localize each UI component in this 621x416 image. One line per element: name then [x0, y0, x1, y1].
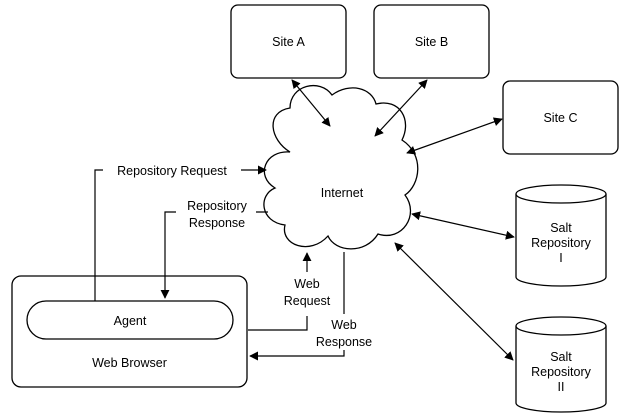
salt-repository-1-label-line-1: Salt: [550, 221, 572, 235]
agent-label: Agent: [114, 314, 147, 328]
site-b-node: Site B: [373, 4, 490, 79]
site-a-internet-link: [291, 79, 331, 127]
web-response-arrow: [250, 252, 345, 356]
site-b-internet-link: [374, 79, 428, 137]
web-browser-label: Web Browser: [92, 356, 167, 370]
site-c-internet-link: [406, 117, 503, 155]
salt-repository-1-node: Salt Repository I: [515, 184, 607, 287]
web-request-arrow: [248, 253, 307, 331]
site-c-node: Site C: [502, 80, 619, 155]
web-response-label-line-2: Response: [316, 335, 372, 349]
internet-label: Internet: [321, 186, 364, 200]
repository-request-label: Repository Request: [117, 164, 227, 178]
repository-response-label-line-2: Response: [189, 216, 245, 230]
web-response-label-line-1: Web: [331, 318, 357, 332]
salt-repository-2-label-line-2: Repository: [531, 365, 591, 379]
repository-request-arrow: [94, 170, 266, 301]
site-a-node: Site A: [230, 4, 347, 79]
site-a-label: Site A: [272, 35, 305, 49]
salt-repository-2-internet-link: [394, 242, 514, 361]
repository-response-arrow: [165, 211, 268, 298]
agent-node: Agent: [26, 300, 234, 340]
web-request-label-line-1: Web: [294, 277, 320, 291]
site-c-label: Site C: [543, 111, 577, 125]
salt-repository-1-internet-link: [411, 211, 515, 240]
salt-repository-2-label-line-1: Salt: [550, 350, 572, 364]
salt-repository-1-label-line-3: I: [559, 251, 562, 265]
site-b-label: Site B: [415, 35, 448, 49]
repository-response-label-line-1: Repository: [187, 199, 247, 213]
salt-repository-2-label-line-3: II: [558, 380, 565, 394]
salt-repository-2-node: Salt Repository II: [515, 316, 607, 413]
internet-cloud: Internet: [263, 85, 419, 250]
web-request-label-line-2: Request: [284, 294, 331, 308]
salt-repository-1-label-line-2: Repository: [531, 236, 591, 250]
